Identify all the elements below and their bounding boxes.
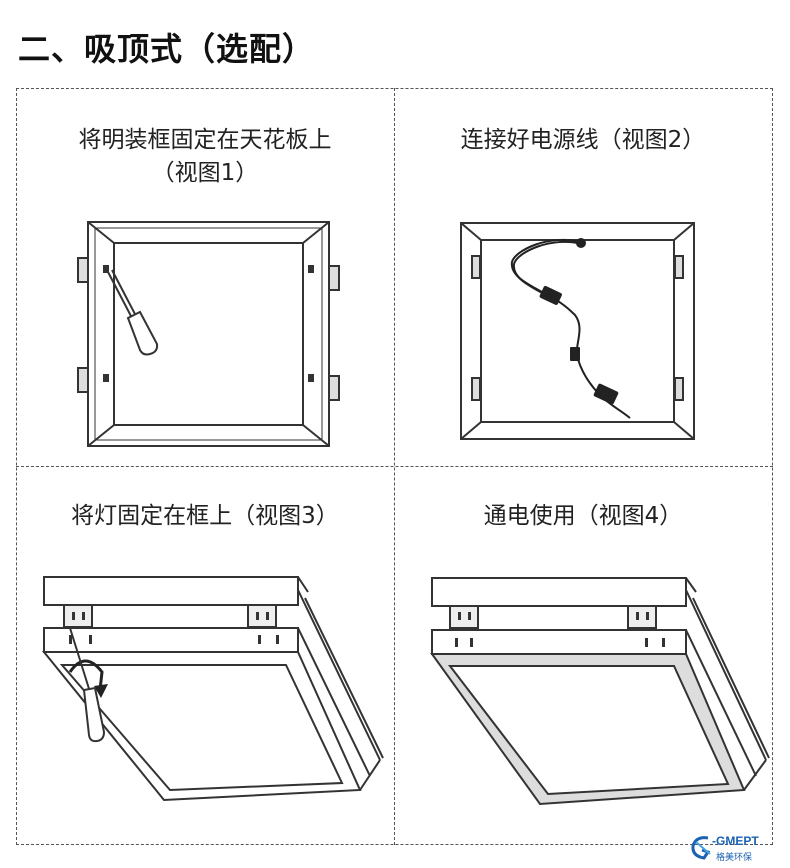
screwdriver-icon xyxy=(107,269,159,356)
grid-divider-horizontal xyxy=(16,466,773,467)
logo-brand: -GMEPT xyxy=(712,834,759,848)
page-title: 二、吸顶式（选配） xyxy=(18,30,316,68)
step4-caption: 通电使用（视图4） xyxy=(394,500,772,533)
step2-caption-line1: 连接好电源线（视图2） xyxy=(460,127,706,153)
rotate-arrow-icon xyxy=(68,659,104,691)
logo-sub: 格美环保 xyxy=(716,853,753,863)
step2-caption: 连接好电源线（视图2） xyxy=(394,124,772,157)
step3-caption-line1: 将灯固定在框上（视图3） xyxy=(71,503,339,529)
step1-caption-line2: （视图1） xyxy=(151,160,259,186)
step4-caption-line1: 通电使用（视图4） xyxy=(483,503,683,529)
screwdriver-icon xyxy=(69,627,106,743)
step1-caption-line1: 将明装框固定在天花板上 xyxy=(78,127,332,153)
step3-caption: 将灯固定在框上（视图3） xyxy=(16,500,394,533)
logo-mark-icon xyxy=(691,836,711,860)
step1-caption: 将明装框固定在天花板上 （视图1） xyxy=(16,124,394,190)
brand-logo: -GMEPT 格美环保 xyxy=(690,830,790,866)
